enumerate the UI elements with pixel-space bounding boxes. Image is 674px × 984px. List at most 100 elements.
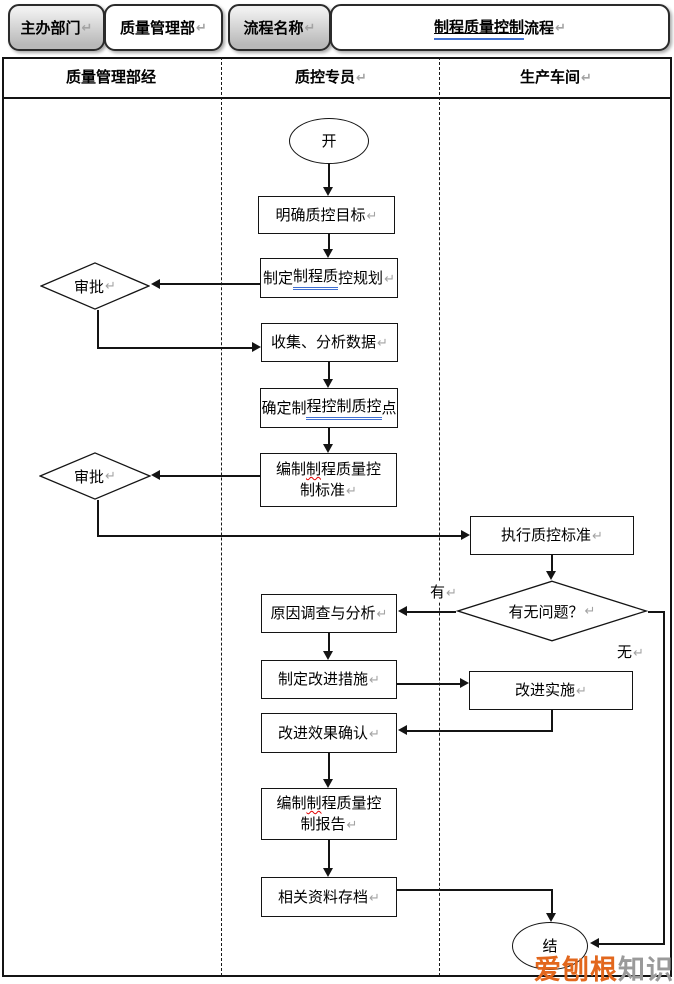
- implement-improvement-box[interactable]: 改进实施↵: [469, 671, 633, 710]
- compile-report-box[interactable]: 编制制程质量控 制报告↵: [261, 788, 397, 840]
- approval-diamond-2[interactable]: 审批↵: [39, 452, 151, 500]
- points-post-text: 点: [381, 399, 397, 417]
- arrowhead-right-icon: [252, 342, 261, 352]
- return-mark-icon: ↵: [376, 606, 388, 621]
- lane-divider-2: [439, 57, 440, 976]
- lane-divider-1: [221, 57, 222, 976]
- return-mark-icon: ↵: [592, 528, 603, 543]
- standard-line1: 编制制程质量控: [276, 459, 381, 480]
- arrowhead-right-icon: [461, 530, 470, 540]
- diamond-shape: [456, 580, 648, 642]
- return-mark-icon: ↵: [576, 683, 587, 698]
- arrowhead-down-icon: [323, 444, 333, 453]
- lane3-text: 生产车间: [520, 69, 581, 86]
- clarify-goals-box[interactable]: 明确质控目标↵: [258, 196, 395, 234]
- watermark: 爱刨根知识网: [534, 948, 674, 984]
- archive-box[interactable]: 相关资料存档↵: [261, 877, 397, 917]
- report-line2-text: 制报告: [300, 816, 346, 833]
- return-mark-icon: ↵: [584, 603, 596, 618]
- arrowhead-left-icon: [590, 938, 599, 948]
- edge-start-goal: [328, 164, 330, 189]
- improvement-measures-box[interactable]: 制定改进措施↵: [261, 660, 397, 699]
- approval1-label: 审批↵: [40, 262, 150, 310]
- arrowhead-down-icon: [323, 249, 333, 258]
- watermark-suffix-text: 知识网: [618, 955, 674, 984]
- lane-header-quality-manager: 质量管理部经: [36, 66, 186, 87]
- flow-name-label-button[interactable]: 流程名称↵: [228, 4, 331, 51]
- plan-pre-text: 制定: [263, 269, 294, 287]
- start-text: 开: [321, 132, 337, 150]
- points-pre-text: 确定制: [261, 399, 307, 417]
- arrowhead-down-icon: [323, 868, 333, 877]
- arrowhead-right-icon: [460, 678, 469, 688]
- make-plan-box[interactable]: 制定制程质控规划↵: [260, 258, 398, 298]
- cause-analysis-box[interactable]: 原因调查与分析↵: [261, 594, 397, 633]
- collect-data-text: 收集、分析数据: [271, 334, 377, 351]
- host-dept-value: 质量管理部: [120, 20, 196, 37]
- report-line2: 制报告↵: [301, 814, 358, 835]
- return-mark-icon: ↵: [384, 270, 395, 286]
- host-dept-label: 主办部门: [20, 20, 81, 37]
- report-pre-text: 编制: [276, 795, 307, 812]
- edge-execute-question: [551, 555, 553, 572]
- watermark-brand-text: 爱刨根: [534, 955, 618, 984]
- plan-post-text: 控规划: [338, 269, 384, 287]
- arrowhead-left-icon: [151, 279, 160, 289]
- arrowhead-down-icon: [323, 379, 333, 388]
- edge-implement-confirm: [407, 730, 553, 732]
- confirm-effect-text: 改进效果确认: [278, 724, 369, 742]
- execute-standard-text: 执行质控标准: [501, 527, 592, 544]
- return-mark-icon: ↵: [105, 278, 116, 293]
- flow-title-button[interactable]: 制程质量控制流程↵: [330, 4, 670, 51]
- arrowhead-left-icon: [398, 725, 407, 735]
- edge-no-down: [663, 611, 665, 945]
- edge-no-out: [648, 611, 664, 613]
- report-post-text: 程质量控: [321, 795, 382, 812]
- return-mark-icon: ↵: [633, 645, 644, 660]
- return-mark-icon: ↵: [369, 672, 380, 687]
- arrowhead-down-icon: [546, 913, 556, 922]
- end-node[interactable]: 结: [512, 922, 588, 970]
- plan-marked-text: 制程质: [293, 266, 339, 290]
- flow-title-underlined: 制程质量控制: [434, 16, 525, 40]
- confirm-effect-box[interactable]: 改进效果确认↵: [261, 713, 397, 753]
- no-text: 无: [617, 644, 633, 661]
- any-problem-text: 有无问题？: [508, 603, 584, 621]
- end-text: 结: [542, 937, 558, 955]
- host-dept-value-button[interactable]: 质量管理部↵: [104, 4, 223, 51]
- edge-implement-down: [551, 710, 553, 732]
- edge-goal-plan: [328, 234, 330, 251]
- approval-diamond-1[interactable]: 审批↵: [40, 262, 150, 310]
- edge-measure-implement: [397, 683, 460, 685]
- archive-text: 相关资料存档: [278, 888, 369, 906]
- start-node[interactable]: 开: [289, 118, 369, 164]
- edge-collect-points: [328, 362, 330, 380]
- implement-improvement-text: 改进实施: [515, 682, 576, 699]
- clarify-goals-text: 明确质控目标: [275, 206, 366, 224]
- edge-no-end: [599, 943, 664, 945]
- any-problem-diamond[interactable]: 有无问题？↵: [456, 580, 648, 642]
- arrowhead-down-icon: [323, 651, 333, 660]
- lane-header-qc-specialist: 质控专员↵: [256, 66, 406, 87]
- report-line1: 编制制程质量控: [276, 793, 381, 814]
- standard-line2: 制标准↵: [300, 480, 357, 501]
- lane-header-production-workshop: 生产车间↵: [481, 66, 631, 87]
- swimlane-table: [2, 57, 672, 977]
- compile-standard-box[interactable]: 编制制程质量控 制标准↵: [260, 453, 397, 507]
- improvement-measures-text: 制定改进措施: [278, 671, 369, 688]
- approval1-text: 审批: [74, 278, 105, 296]
- flow-title-rest: 流程: [524, 20, 555, 37]
- standard-pre-text: 编制: [275, 461, 306, 478]
- standard-post-text: 程质量控: [321, 461, 382, 478]
- arrowhead-down-icon: [546, 571, 556, 580]
- host-dept-label-button[interactable]: 主办部门↵: [8, 4, 105, 51]
- collect-data-box[interactable]: 收集、分析数据↵: [261, 323, 398, 362]
- return-mark-icon: ↵: [81, 19, 93, 35]
- return-mark-icon: ↵: [356, 70, 367, 85]
- edge-question-cause: [407, 611, 456, 613]
- determine-points-box[interactable]: 确定制程控制质控点: [260, 388, 398, 428]
- return-mark-icon: ↵: [377, 335, 388, 350]
- arrowhead-left-icon: [151, 470, 160, 480]
- execute-standard-box[interactable]: 执行质控标准↵: [470, 516, 634, 555]
- flow-name-label: 流程名称: [243, 20, 304, 37]
